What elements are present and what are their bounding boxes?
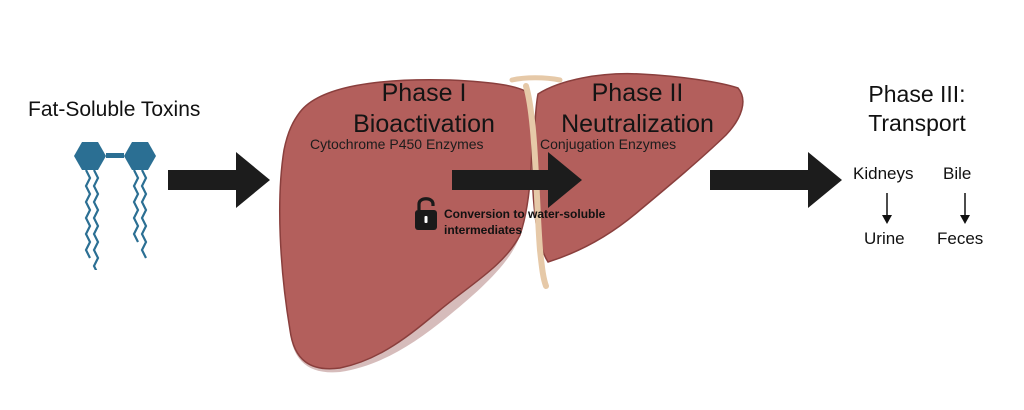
- phase1-subtitle: Cytochrome P450 Enzymes: [310, 136, 484, 152]
- phase2-title: Phase II Neutralization: [550, 78, 725, 140]
- conversion-note-line1: Conversion to water-soluble: [444, 207, 606, 221]
- arrow-phase1-to-phase2: [452, 152, 582, 208]
- fat-soluble-toxin-molecule: [74, 142, 156, 270]
- phase1-title: Phase I Bioactivation: [338, 78, 510, 140]
- molecule-bond: [106, 153, 124, 158]
- bile-label: Bile: [943, 164, 972, 183]
- fatty-acid-tail-1: [84, 169, 92, 259]
- liver-right-lobe: [278, 78, 533, 370]
- fat-soluble-toxins-label: Fat-Soluble Toxins: [28, 98, 201, 121]
- fatty-acid-tail-4: [140, 169, 148, 259]
- arrow-liver-to-transport: [710, 152, 842, 208]
- phase2-subtitle: Conjugation Enzymes: [540, 136, 677, 152]
- conversion-note-line2: intermediates: [444, 223, 523, 237]
- phase1-title-line2: Bioactivation: [353, 110, 495, 138]
- fatty-acid-tail-2: [92, 169, 100, 270]
- arrow-toxins-to-liver: [168, 152, 270, 208]
- phase3-title-line2: Transport: [868, 110, 966, 136]
- conversion-note: Conversion to water-soluble intermediate…: [444, 206, 634, 238]
- arrow-bile-to-feces: [960, 193, 970, 224]
- molecule-hexagon-left: [74, 142, 106, 170]
- phase3-title-line1: Phase III:: [868, 81, 966, 107]
- unlock-icon: [415, 197, 437, 230]
- kidneys-label: Kidneys: [853, 164, 914, 183]
- arrow-kidneys-to-urine: [882, 193, 892, 224]
- feces-label: Feces: [937, 229, 984, 248]
- ligament-top: [509, 75, 563, 83]
- falciform-ligament: [523, 83, 549, 289]
- phase2-title-line2: Neutralization: [561, 110, 714, 138]
- phase3-title: Phase III: Transport: [858, 80, 976, 138]
- urine-label: Urine: [864, 229, 905, 248]
- liver-shadow: [290, 235, 520, 373]
- fatty-acid-tail-3: [132, 169, 140, 243]
- molecule-hexagon-right: [124, 142, 156, 170]
- phase2-title-line1: Phase II: [591, 79, 684, 107]
- phase1-title-line1: Phase I: [381, 79, 467, 107]
